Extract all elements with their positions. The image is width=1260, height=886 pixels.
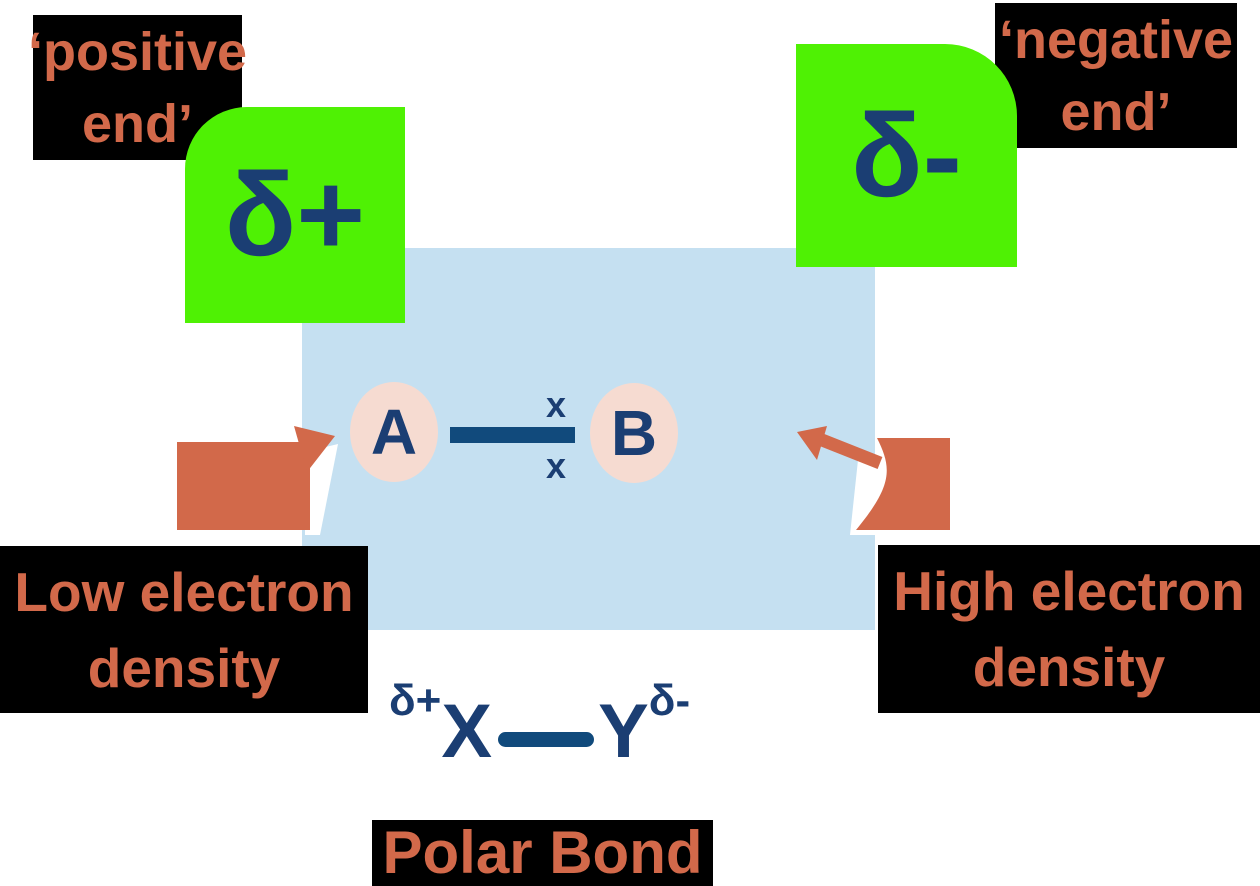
bonding-electron-top: x — [546, 384, 567, 425]
left-arrow-icon — [177, 426, 338, 535]
delta-minus-badge: δ- — [796, 44, 1017, 267]
high-density-label-box: High electron density — [878, 545, 1260, 713]
atom-b-circle: B — [590, 383, 678, 483]
formula-atom-x: X — [441, 689, 493, 774]
formula-bond-dash — [498, 732, 595, 747]
polar-bond-caption: Polar Bond — [382, 819, 703, 886]
atom-a-circle: A — [350, 382, 438, 482]
left-banner-box — [177, 442, 310, 530]
right-arrow-shaft — [819, 433, 883, 470]
negative-end-label-box: ‘negative end’ — [995, 3, 1237, 148]
formula-atom-y: Y — [598, 689, 649, 774]
left-arrow-head — [294, 426, 335, 472]
delta-minus-symbol: δ- — [851, 89, 962, 222]
polar-bond-caption-box: Polar Bond — [372, 820, 713, 886]
formula-delta-minus: δ- — [648, 676, 691, 725]
left-arrow-notch — [305, 444, 338, 535]
low-density-line2: density — [87, 636, 281, 699]
negative-end-line1: ‘negative — [998, 9, 1234, 70]
bond-bar — [450, 427, 575, 443]
low-density-label-box: Low electron density — [0, 546, 368, 713]
right-arrow-head — [797, 426, 827, 460]
right-banner-box — [856, 438, 950, 530]
high-density-line2: density — [972, 636, 1166, 698]
right-arrow-icon — [797, 426, 950, 535]
positive-end-label-box: ‘positive end’ — [28, 15, 247, 160]
negative-end-line2: end’ — [1060, 81, 1172, 142]
positive-end-line2: end’ — [81, 93, 193, 154]
positive-end-line1: ‘positive — [27, 21, 248, 82]
delta-plus-symbol: δ+ — [224, 149, 366, 281]
polar-bond-formula: δ+ X Y δ- — [389, 679, 690, 770]
bonding-electron-bottom: x — [546, 445, 567, 486]
atom-b-label: B — [610, 397, 658, 469]
atom-a-label: A — [370, 396, 418, 468]
low-density-line1: Low electron — [14, 560, 354, 623]
high-density-line1: High electron — [893, 560, 1245, 622]
formula-delta-plus: δ+ — [389, 676, 442, 725]
delta-plus-badge: δ+ — [185, 107, 405, 323]
